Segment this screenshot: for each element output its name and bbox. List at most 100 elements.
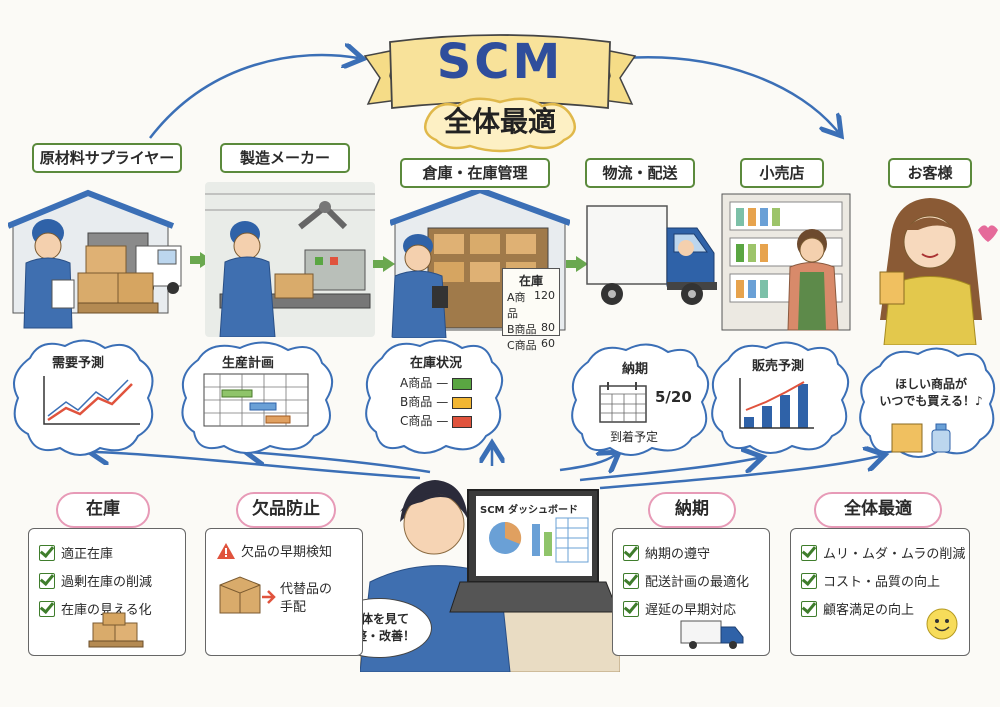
check-icon	[801, 544, 817, 561]
banner-title: SCM	[436, 34, 564, 90]
delivery-item: 納期の遵守	[623, 543, 769, 562]
top-right-arc	[624, 56, 838, 132]
inventory-sign-row: C商品 60	[507, 337, 555, 353]
banner-subtitle: 全体最適	[443, 105, 556, 138]
sales-bar	[798, 384, 808, 428]
stage-label-supplier: 原材料サプライヤー	[32, 143, 182, 173]
stage-label-logistics: 物流・配送	[585, 158, 695, 188]
sign-qty: 60	[541, 337, 555, 350]
flow-arrow-2	[373, 256, 395, 272]
check-icon	[623, 544, 639, 561]
pallet-boxes-icon	[88, 612, 144, 648]
substitute-text: 代替品の 手配	[280, 582, 333, 615]
delivery-date: 5/20	[655, 388, 692, 406]
cloud-demand	[13, 339, 154, 456]
arrow-to-delivery	[559, 455, 615, 470]
speech-line1: 全体を見て	[348, 612, 409, 626]
stock-status-list: A商品— B商品— C商品—	[400, 374, 473, 431]
status-color-swatch	[452, 396, 473, 409]
scene-customer	[879, 198, 998, 345]
check-icon	[39, 544, 55, 561]
customer-message-line1: ほしい商品が	[894, 377, 967, 391]
panel-delivery: 納期の遵守 配送計画の最適化 遅延の早期対応	[612, 528, 770, 656]
arrow-to-customer	[599, 456, 880, 490]
delivery-item: 遅延の早期対応	[623, 599, 769, 618]
stock-item: C商品	[400, 414, 433, 428]
sales-bar-chart	[739, 378, 814, 429]
customer-message-line2: いつでも買える！♪	[879, 394, 983, 408]
panel-inventory: 適正在庫 過剰在庫の削減 在庫の見える化	[28, 528, 186, 656]
inventory-item: 過剰在庫の削減	[39, 571, 185, 590]
warning-icon	[217, 542, 235, 559]
substitute-box-icon	[219, 576, 276, 614]
check-icon	[623, 600, 639, 617]
calendar-icon	[599, 382, 647, 423]
stage-label-warehouse: 倉庫・在庫管理	[400, 158, 550, 188]
inventory-item: 在庫の見える化	[39, 599, 185, 618]
stock-status-row: C商品—	[400, 412, 473, 431]
panel-stockout: 欠品の早期検知 代替品の 手配	[205, 528, 363, 656]
delivery-caption: 到着予定	[610, 430, 659, 444]
sign-qty: 120	[534, 289, 555, 302]
flow-arrow-3	[566, 256, 588, 272]
check-icon	[801, 600, 817, 617]
sign-item: C商品	[507, 339, 537, 352]
inventory-item: 適正在庫	[39, 543, 185, 562]
cloud-production-title: 生産計画	[222, 356, 275, 371]
inventory-sign-row: B商品 80	[507, 321, 555, 337]
check-icon	[623, 572, 639, 589]
scene-truck	[586, 205, 717, 305]
cloud-stock-title: 在庫状況	[410, 356, 463, 371]
sign-qty: 80	[541, 321, 555, 334]
sales-trend-line	[745, 381, 805, 411]
top-left-arc	[149, 55, 358, 139]
panel-delivery-title: 納期	[648, 492, 736, 528]
overall-item: ムリ・ムダ・ムラの削減	[801, 543, 969, 562]
sign-item: A商品	[507, 291, 526, 320]
sales-bar	[780, 395, 790, 428]
stock-status-row: B商品—	[400, 393, 473, 412]
scene-retail	[721, 193, 851, 331]
sales-bar	[762, 406, 772, 428]
smiley-icon	[926, 608, 958, 640]
scene-supplier	[8, 189, 182, 329]
sign-item: B商品	[507, 323, 537, 336]
inventory-sign-title: 在庫	[518, 274, 543, 288]
stage-label-customer: お客様	[888, 158, 972, 188]
stock-item: A商品	[400, 376, 433, 390]
products-icon	[891, 423, 951, 453]
arrow-to-sales	[579, 458, 758, 482]
overall-item: 顧客満足の向上	[801, 599, 969, 618]
scm-banner	[363, 34, 637, 153]
panel-overall: ムリ・ムダ・ムラの削減 コスト・品質の向上 顧客満足の向上	[790, 528, 970, 656]
arrow-to-production	[250, 452, 431, 474]
thought-clouds	[13, 339, 996, 458]
cloud-demand-title: 需要予測	[52, 356, 105, 371]
demand-chart-icon	[43, 376, 140, 425]
cloud-delivery-title: 納期	[622, 362, 649, 377]
stockout-warning: 欠品の早期検知	[216, 541, 332, 560]
panel-inventory-title: 在庫	[56, 492, 150, 528]
overall-item: コスト・品質の向上	[801, 571, 969, 590]
inventory-sign-row: A商品 120	[507, 289, 555, 321]
gantt-chart-icon	[203, 373, 309, 427]
stock-status-row: A商品—	[400, 374, 473, 393]
check-icon	[801, 572, 817, 589]
sales-bar	[744, 417, 754, 428]
stock-item: B商品	[400, 395, 433, 409]
delivery-item: 配送計画の最適化	[623, 571, 769, 590]
stage-label-retail: 小売店	[740, 158, 824, 188]
stage-label-manufacturer: 製造メーカー	[220, 143, 350, 173]
panel-stockout-title: 欠品防止	[236, 492, 336, 528]
delivery-truck-icon	[680, 620, 744, 649]
dashboard-title: SCM ダッシュボード	[480, 501, 578, 516]
status-color-swatch	[452, 377, 473, 390]
check-icon	[39, 572, 55, 589]
customer-message: ほしい商品が いつでも買える！♪	[876, 376, 986, 410]
scene-manufacturer	[205, 182, 375, 337]
panel-overall-title: 全体最適	[814, 492, 942, 528]
cloud-sales-title: 販売予測	[752, 359, 805, 374]
inventory-sign: 在庫 A商品 120 B商品 80 C商品 60	[502, 268, 560, 352]
